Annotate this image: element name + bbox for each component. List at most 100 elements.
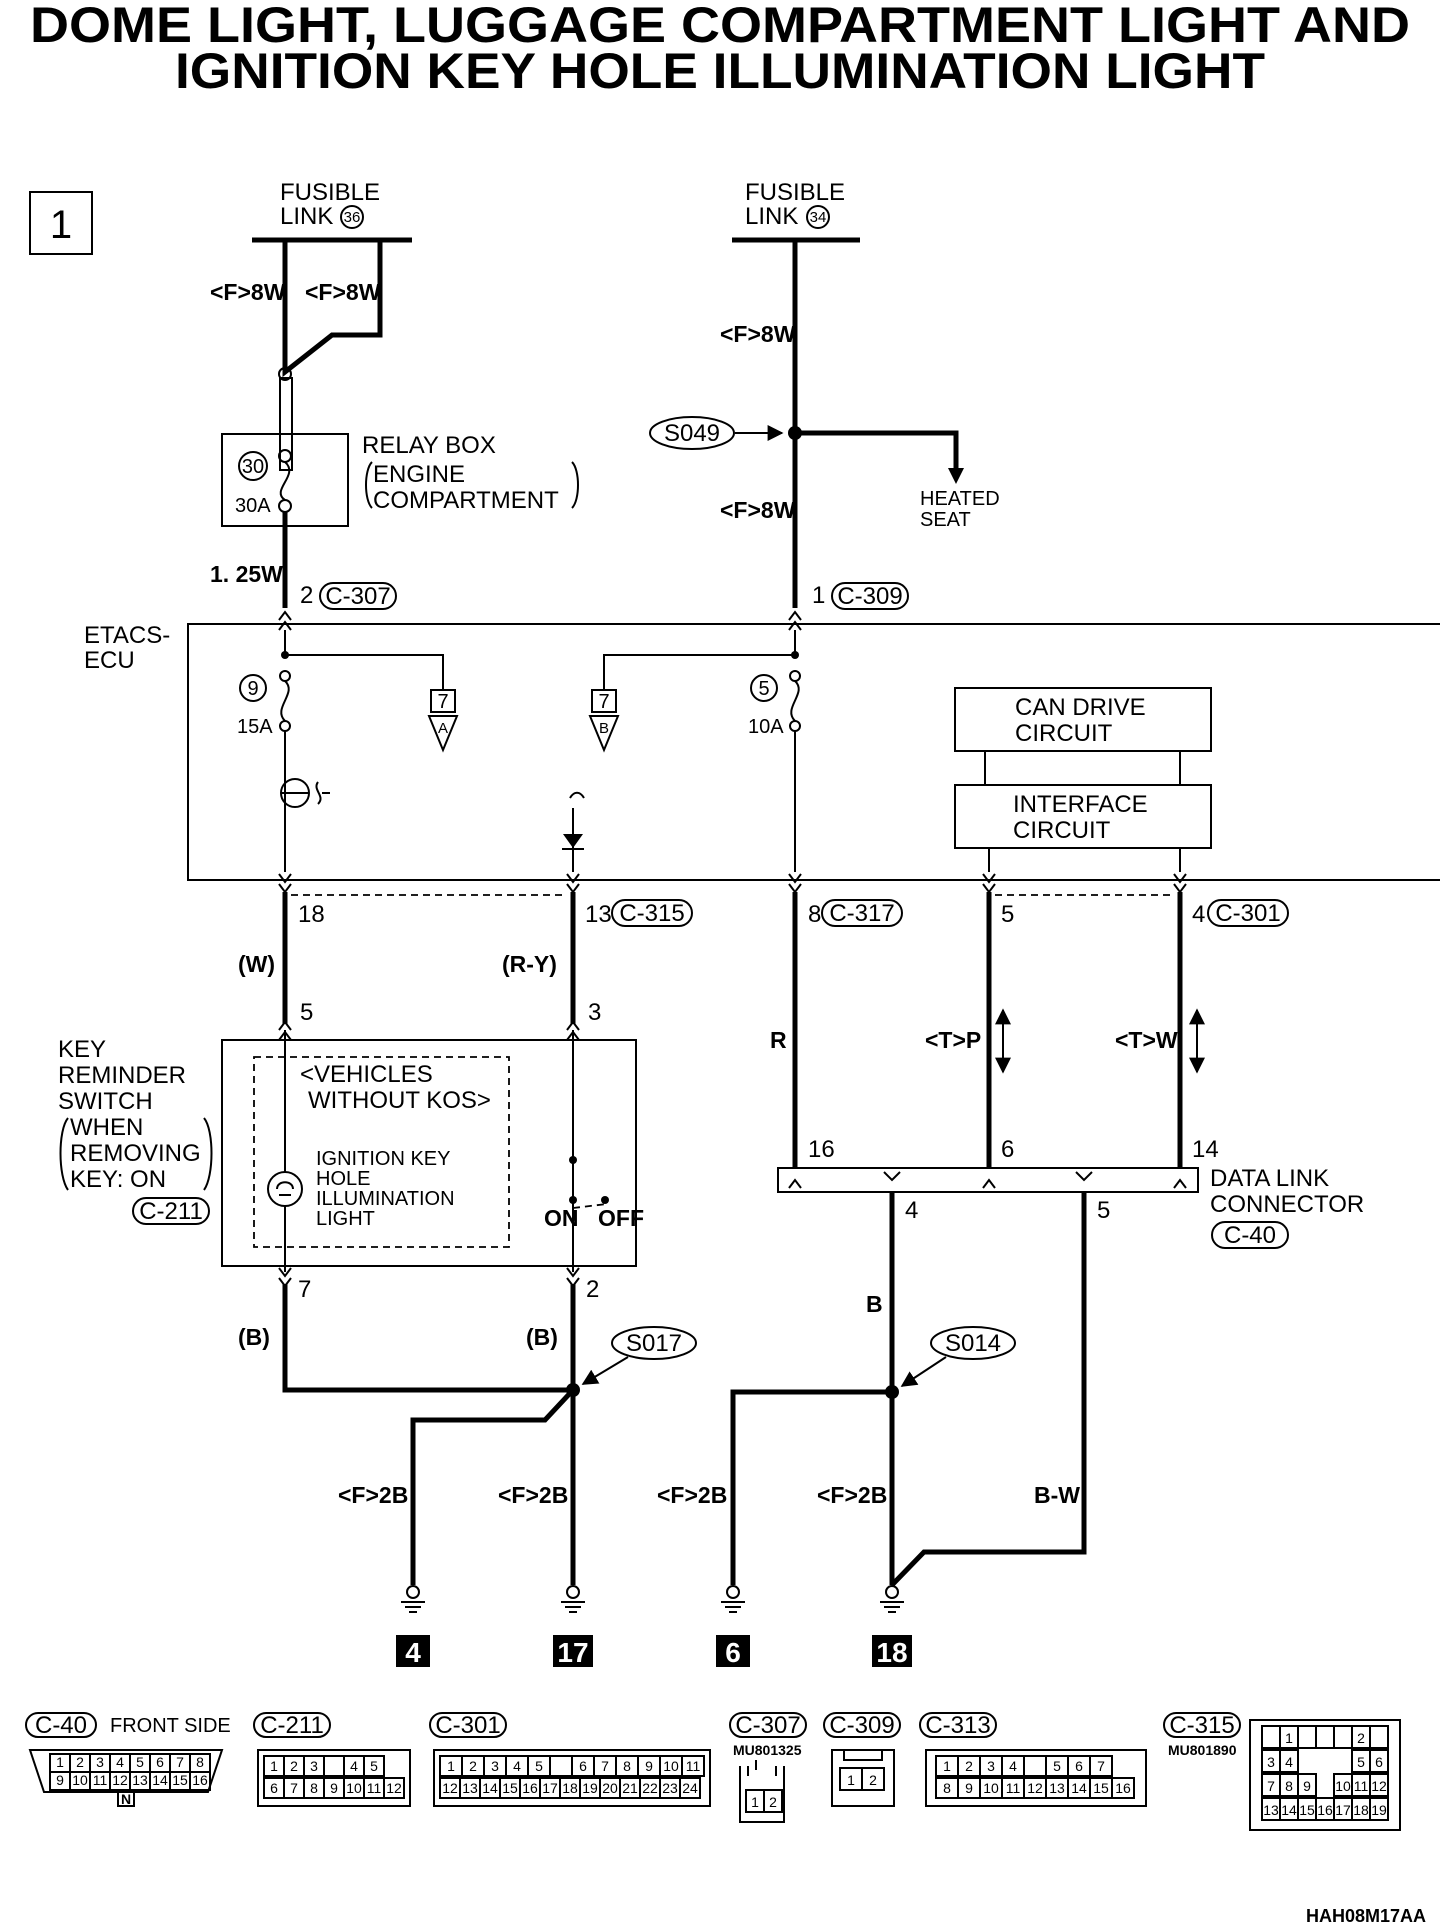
connector-pin-number: 11 xyxy=(93,1772,108,1788)
wire-label-125w: 1. 25W xyxy=(210,561,283,587)
svg-text:C-313: C-313 xyxy=(925,1712,990,1739)
connector-pin-cell xyxy=(383,1777,405,1799)
relay-box-title: RELAY BOX xyxy=(362,432,496,459)
connector-pin-cell xyxy=(681,1755,705,1777)
connector-pin-number: 8 xyxy=(623,1758,631,1774)
svg-text:B: B xyxy=(599,720,609,737)
svg-text:LINK: LINK xyxy=(280,203,333,230)
svg-text:C-40: C-40 xyxy=(35,1712,87,1739)
page-number: 1 xyxy=(50,203,72,247)
splice-s049: S049 xyxy=(649,416,802,450)
connector-pin-number: 7 xyxy=(290,1780,298,1796)
connector-pin-number: 5 xyxy=(1053,1758,1061,1774)
wire-label-f2b-a: <F>2B xyxy=(338,1482,408,1508)
heated-seat-arrow xyxy=(948,468,964,484)
connector-pin-number: 6 xyxy=(579,1758,587,1774)
svg-text:C-40: C-40 xyxy=(1224,1222,1276,1249)
connector-pin-cell xyxy=(363,1755,385,1777)
etacs-bus-right xyxy=(603,630,796,690)
pin-16-label: 16 xyxy=(808,1136,835,1163)
reference-7b: 7 B xyxy=(588,689,620,753)
wire-label-f8w-a: <F>8W xyxy=(210,279,286,305)
pin-5-label: 5 xyxy=(1001,901,1014,928)
connector-pin-number: 11 xyxy=(686,1758,701,1774)
connector-key-mark xyxy=(117,1791,135,1807)
connector-pin-cell xyxy=(1369,1749,1389,1773)
connector-pin-number: 24 xyxy=(682,1780,698,1796)
connector-pin-number: 3 xyxy=(1267,1754,1275,1770)
connector-pin-number: 22 xyxy=(642,1780,658,1796)
svg-text:5: 5 xyxy=(758,678,769,700)
connector-pin-number: 1 xyxy=(751,1794,759,1810)
data-link-pin-5: 5 xyxy=(1097,1197,1110,1224)
connector-pin-number: 11 xyxy=(1354,1778,1369,1794)
connector-pin-number: 1 xyxy=(943,1758,951,1774)
ground-icon xyxy=(880,1585,904,1613)
relay-box-sub2: COMPARTMENT xyxy=(373,487,559,514)
ground-point-17: 17 xyxy=(553,1635,593,1668)
connector-pin-number: 2 xyxy=(469,1758,477,1774)
connector-pin-cell xyxy=(1279,1749,1299,1773)
connector-pin-number: 8 xyxy=(943,1780,951,1796)
connector-pin-number: 19 xyxy=(1371,1802,1387,1818)
wire-label-bw: B-W xyxy=(1034,1482,1080,1508)
connector-pin-number: 4 xyxy=(1285,1754,1293,1770)
connector-pin-number: 15 xyxy=(172,1772,188,1788)
connector-pin-number: 5 xyxy=(370,1758,378,1774)
etacs-fuse-9: 9 15A xyxy=(237,670,291,738)
wire-label-w: (W) xyxy=(238,951,275,977)
connector-pin-number: 15 xyxy=(502,1780,518,1796)
connector-pin-number: 7 xyxy=(1267,1778,1275,1794)
connector-pin-number: 5 xyxy=(136,1754,144,1770)
connector-pin-number: 7 xyxy=(1097,1758,1105,1774)
pin-18-label: 18 xyxy=(298,901,325,928)
svg-text:CIRCUIT: CIRCUIT xyxy=(1013,817,1111,844)
connector-pin-cell xyxy=(861,1767,885,1791)
connector-pin-number: 2 xyxy=(869,1772,877,1788)
heated-seat-line1: HEATED xyxy=(920,488,1000,510)
svg-text:9: 9 xyxy=(247,678,258,700)
connector-pin-number: 6 xyxy=(1075,1758,1083,1774)
etacs-label-line2: ECU xyxy=(84,647,135,674)
connector-pin-number: 1 xyxy=(447,1758,455,1774)
connector-pin-number: 3 xyxy=(987,1758,995,1774)
wire-label-b: B xyxy=(866,1291,883,1317)
ground-point-6: 6 xyxy=(716,1635,750,1668)
wire-label-f8w-c: <F>8W xyxy=(720,321,796,347)
connector-pin-number: 10 xyxy=(346,1780,362,1796)
svg-text:C-315: C-315 xyxy=(619,900,684,927)
connector-pin-cell xyxy=(1369,1797,1389,1821)
connector-pin-number: 3 xyxy=(491,1758,499,1774)
connector-pin-number: 8 xyxy=(196,1754,204,1770)
connector-pin-cell xyxy=(763,1789,783,1813)
connector-pin-number: 10 xyxy=(1335,1778,1351,1794)
connector-pin-number: 4 xyxy=(1009,1758,1017,1774)
illum-light-line3: ILLUMINATION xyxy=(316,1188,455,1210)
connector-pin-number: 1 xyxy=(1285,1730,1293,1746)
svg-text:C-301: C-301 xyxy=(435,1712,500,1739)
connector-c309: C-309 xyxy=(831,582,909,610)
splice-s014: S014 xyxy=(900,1326,1016,1387)
connector-pin-number: 18 xyxy=(1353,1802,1369,1818)
etacs-bus-left xyxy=(284,630,444,690)
pin-5-key-label: 5 xyxy=(300,999,313,1026)
svg-text:FRONT SIDE: FRONT SIDE xyxy=(110,1715,231,1737)
connector-pin-number: 17 xyxy=(542,1780,558,1796)
on-off-switch-icon xyxy=(569,1196,609,1209)
connector-pin-number: 10 xyxy=(983,1780,999,1796)
svg-text:C-307: C-307 xyxy=(325,583,390,610)
svg-text:C-307: C-307 xyxy=(735,1712,800,1739)
connector-pin-number: 7 xyxy=(601,1758,609,1774)
relay-box-sub1: ENGINE xyxy=(373,461,465,488)
svg-text:C-317: C-317 xyxy=(829,900,894,927)
connector-pin-number: 16 xyxy=(1317,1802,1333,1818)
svg-text:10A: 10A xyxy=(748,716,784,738)
connector-pin-number: 10 xyxy=(663,1758,679,1774)
svg-text:CAN DRIVE: CAN DRIVE xyxy=(1015,694,1146,721)
svg-text:C-309: C-309 xyxy=(837,583,902,610)
connector-pin-number: 1 xyxy=(270,1758,278,1774)
connector-pin-number: 9 xyxy=(56,1772,64,1788)
